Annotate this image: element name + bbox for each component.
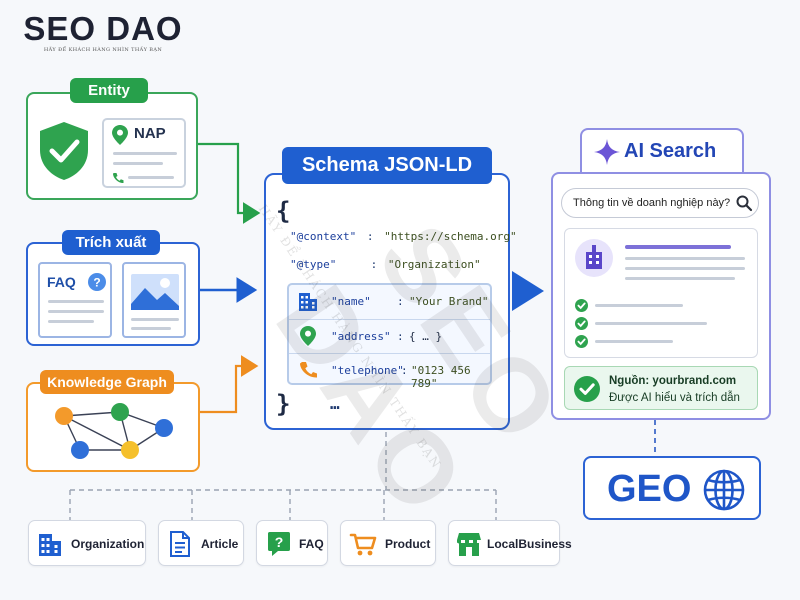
type-chip-localbusiness[interactable]: LocalBusiness (448, 520, 572, 566)
shield-check-icon (40, 122, 88, 180)
knowledge-graph-nodes (55, 403, 173, 459)
check-icon (575, 317, 588, 330)
close-brace: } (276, 390, 291, 418)
ellipsis: … (330, 394, 340, 413)
context-line: "@context" : "https://schema.org" (290, 230, 517, 243)
image-document (122, 262, 186, 338)
svg-text:?: ? (93, 276, 100, 290)
brand-tagline: HÃY ĐỂ KHÁCH HÀNG NHÌN THẤY BẠN (43, 47, 163, 53)
colon: : (370, 258, 378, 271)
extract-label: Trích xuất (62, 230, 160, 255)
property-value: "0123 456 789" (411, 364, 471, 390)
type-chip-article[interactable]: Article (158, 520, 244, 566)
entity-label: Entity (70, 78, 148, 103)
type-line: "@type" : "Organization" (290, 258, 481, 271)
graph-node (55, 407, 73, 425)
property-value: { … } (409, 330, 443, 343)
open-brace: { (276, 197, 291, 225)
ai-search-query: Thông tin về doanh nghiệp này? (573, 197, 731, 209)
graph-node (121, 441, 139, 459)
check-icon (575, 299, 588, 312)
schema-title: Schema JSON-LD (282, 147, 492, 184)
property-key: "address" (331, 330, 391, 343)
ai-result-card (564, 228, 758, 358)
location-pin-icon (300, 326, 316, 346)
type-value: "Organization" (387, 258, 481, 271)
image-icon (131, 274, 179, 310)
property-row-telephone: "telephone" : "0123 456 789" (289, 353, 490, 390)
source-caption: Được AI hiểu và trích dẫn (609, 392, 740, 404)
knowledge-graph-label: Knowledge Graph (40, 370, 174, 394)
schema-properties-table: "name" : "Your Brand" "address" : { … } … (287, 283, 492, 390)
graph-node (111, 403, 129, 421)
type-label: LocalBusiness (487, 537, 572, 551)
check-icon (575, 335, 588, 348)
nap-label: NAP (134, 125, 166, 142)
question-icon: ? (88, 273, 106, 291)
property-row-address: "address" : { … } (289, 319, 490, 353)
geo-label: GEO (607, 468, 692, 510)
faq-document: FAQ ? (38, 262, 112, 338)
context-value: "https://schema.org" (384, 230, 517, 243)
property-key: "name" (331, 295, 371, 308)
globe-icon (703, 469, 745, 511)
property-value: "Your Brand" (409, 295, 489, 308)
result-avatar (575, 239, 613, 277)
location-pin-icon (112, 125, 128, 145)
colon: : (397, 330, 404, 343)
cart-icon (349, 533, 377, 556)
property-key: "telephone" (331, 364, 404, 377)
svg-text:?: ? (275, 534, 284, 550)
phone-icon (300, 362, 317, 378)
source-domain: Nguồn: yourbrand.com (609, 375, 737, 387)
property-row-name: "name" : "Your Brand" (289, 285, 490, 319)
store-icon (457, 533, 481, 556)
search-icon[interactable] (736, 195, 753, 212)
graph-node (155, 419, 173, 437)
building-icon (586, 245, 602, 269)
type-label: Product (385, 537, 431, 551)
sparkle-icon (594, 139, 620, 165)
kg-arrow (200, 355, 259, 414)
type-chip-product[interactable]: Product (340, 520, 436, 566)
colon: : (397, 295, 404, 308)
building-icon (299, 293, 317, 311)
ai-search-input[interactable]: Thông tin về doanh nghiệp này? (561, 188, 759, 218)
ai-search-title: AI Search (624, 140, 717, 162)
faq-doc-label: FAQ (47, 274, 76, 290)
faq-icon: ? (268, 532, 290, 556)
type-chip-organization[interactable]: Organization (28, 520, 146, 566)
ai-search-header: AI Search (580, 128, 744, 172)
type-label: FAQ (299, 537, 324, 551)
entity-arrow (198, 142, 261, 224)
context-key: "@context" (290, 230, 357, 243)
graph-node (71, 441, 89, 459)
types-dashed-connector (69, 432, 497, 520)
geo-card: GEO (583, 456, 761, 520)
building-icon (39, 534, 61, 556)
type-label: Article (201, 537, 239, 551)
brand-logo-text: SEO DAO (23, 10, 183, 47)
ai-source-citation: Nguồn: yourbrand.com Được AI hiểu và trí… (564, 366, 758, 410)
type-label: Organization (71, 537, 145, 551)
colon: : (366, 230, 374, 243)
type-key: "@type" (290, 258, 337, 271)
colon: : (401, 364, 408, 377)
type-chip-faq[interactable]: ? FAQ (256, 520, 328, 566)
phone-icon (113, 173, 124, 184)
document-icon (170, 531, 190, 557)
nap-card: NAP (102, 118, 186, 188)
check-circle-icon (574, 376, 600, 402)
